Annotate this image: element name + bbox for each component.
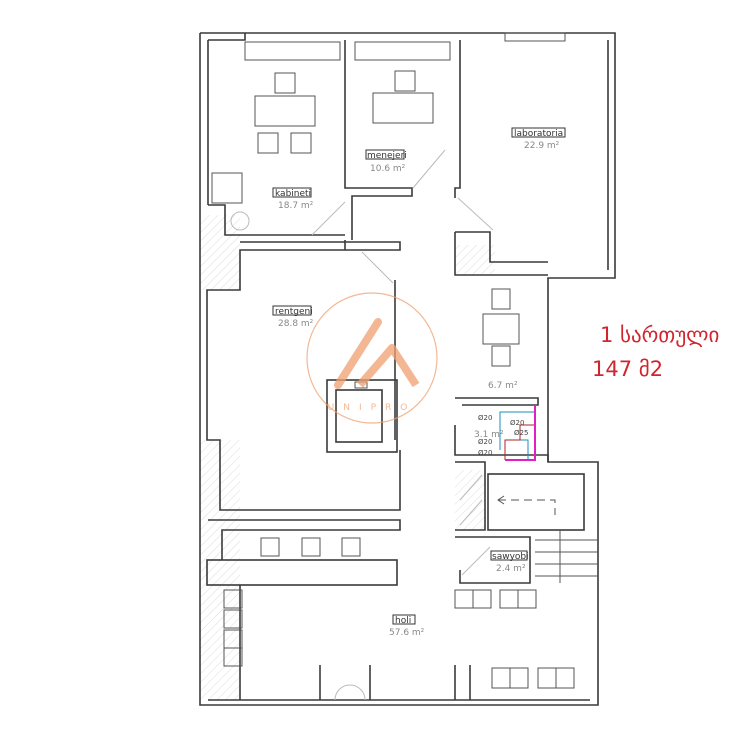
pipe-label: Ø25 (514, 429, 528, 437)
room-area: 28.8 m² (278, 319, 314, 329)
room-laboratoria: laboratoria 22.9 m² (511, 127, 566, 151)
room-rentgeni: rentgeni 28.8 m² (272, 305, 314, 329)
staircase (459, 474, 598, 583)
plumbing-pipes: Ø20 Ø20 Ø25 Ø20 Ø20 (478, 405, 536, 461)
room-menejeri: menejeri 10.6 m² (365, 149, 407, 174)
interior-walls (206, 40, 585, 700)
room-sawyobi: sawyobi 2.4 m² (490, 550, 529, 574)
room-holi: holi 57.6 m² (389, 614, 425, 638)
total-area: 147 მ2 (592, 357, 664, 381)
room-area: 3.1 m² (474, 430, 504, 440)
unipro-watermark-logo: UNIPRO (306, 292, 438, 424)
room-3-1: 3.1 m² (474, 430, 504, 440)
watermark-text: UNIPRO (328, 403, 417, 413)
room-area: 22.9 m² (524, 141, 560, 151)
doors (311, 149, 494, 701)
room-area: 10.6 m² (370, 164, 406, 174)
furniture (211, 70, 575, 689)
elevator (326, 379, 398, 453)
room-area: 6.7 m² (488, 381, 518, 391)
room-kabineti: kabineti 18.7 m² (272, 187, 314, 211)
room-name: holi (395, 616, 411, 626)
pipe-label: Ø20 (510, 419, 524, 427)
room-area: 18.7 m² (278, 201, 314, 211)
room-6-7: 6.7 m² (488, 381, 518, 391)
room-area: 2.4 m² (496, 564, 526, 574)
room-name: rentgeni (275, 307, 313, 317)
pipe-label: Ø20 (478, 449, 492, 457)
wall-hatching (200, 215, 495, 700)
floor-label: 1 სართული (600, 323, 720, 347)
pipe-label: Ø20 (478, 438, 492, 446)
room-name: kabineti (275, 189, 311, 199)
room-area: 57.6 m² (389, 628, 425, 638)
floor-annotation: 1 სართული 147 მ2 (592, 318, 720, 386)
room-name: menejeri (367, 151, 407, 161)
room-name: sawyobi (492, 552, 529, 562)
pipe-label: Ø20 (478, 414, 492, 422)
room-name: laboratoria (514, 129, 563, 139)
